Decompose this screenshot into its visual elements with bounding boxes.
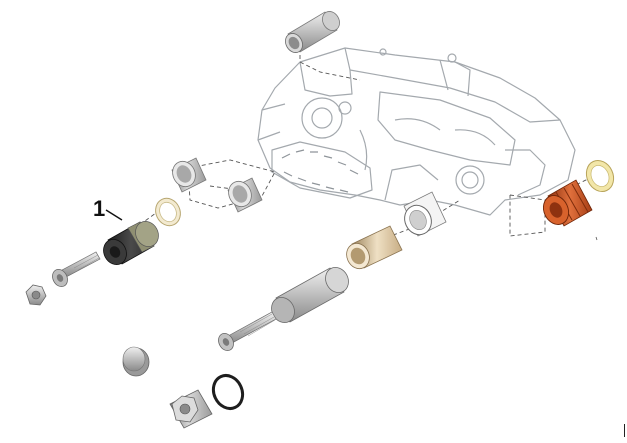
bushing-ring-lower [227,177,263,213]
guide-bushing-link [209,185,241,191]
housing-boss-mid [338,101,352,115]
housing-bolt-holes [379,48,457,63]
housing-gear-teeth [281,149,359,193]
washer-right [585,159,615,193]
bolt-long [218,311,277,351]
cap-plug [122,346,150,377]
callout-leader [105,209,123,221]
bushing-ring-upper [171,157,207,193]
housing-top-bridge [344,47,561,123]
housing-rib-3 [454,61,471,97]
housing-rib-2 [439,59,449,91]
housing-bore-right-inner [461,171,479,189]
caliper-housing [257,47,576,216]
guide-sleeve-white [403,191,447,237]
housing-boss-left [301,97,343,139]
housing-right-flange [505,149,546,196]
housing-outline [257,47,576,216]
guide-pin-gray [271,267,349,323]
washer-left [155,197,181,227]
housing-boss-left-inner [311,107,333,129]
guide-bushings [187,159,276,209]
housing-side-lines [257,103,439,201]
brass-sleeve [346,225,403,270]
o-ring-black [211,373,245,411]
bolt-left [52,251,101,287]
seal-bellows-orange [542,179,593,227]
part-1-bushing [103,221,159,265]
hex-adjuster-nut [169,389,213,429]
housing-detail-curves [359,118,496,171]
top-guide-tube [285,11,340,53]
housing-inner-window [377,91,516,166]
housing-lower-gear [271,141,373,199]
guide-right-seal [509,194,546,237]
guide-top-tube [299,48,361,81]
assembly-guide-lines [129,48,591,241]
hex-nut-left [25,284,47,306]
reference-mark [595,236,598,241]
callout-number: 1 [93,196,106,221]
page-edge-tick [624,424,625,437]
housing-rib-1 [299,61,353,97]
housing-bore-right [455,165,485,195]
